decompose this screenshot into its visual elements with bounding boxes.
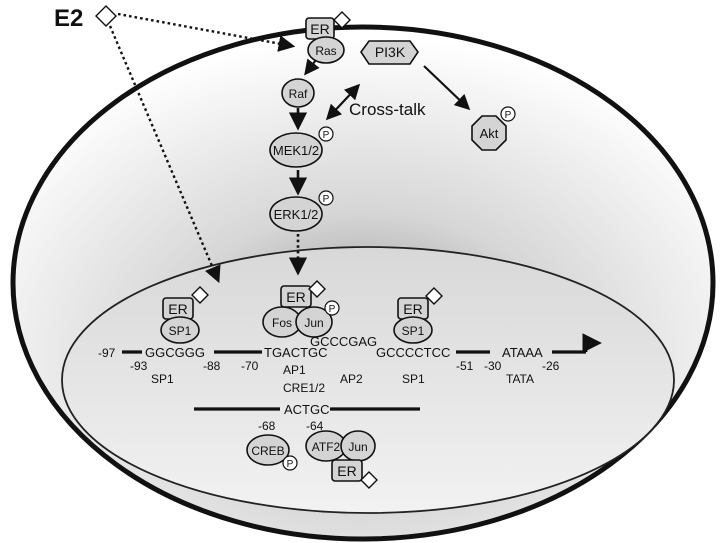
raf-node [281, 78, 315, 108]
site-tata: TATA [506, 372, 534, 386]
membrane-er-complex: ER Ras PI3K [305, 11, 419, 65]
middle-er-fos-jun-complex: ER Fos Jun P [262, 280, 340, 338]
svg-text:SP1: SP1 [402, 324, 425, 338]
seq-tgactgc: TGACTGC [264, 345, 328, 360]
left-sp1-node [160, 316, 200, 344]
jun-node [295, 306, 333, 338]
site-sp1-a: SP1 [151, 372, 174, 386]
erk-node [269, 196, 323, 232]
site-cre: CRE1/2 [283, 381, 325, 395]
left-er-diamond-icon [191, 286, 209, 304]
svg-text:SP1: SP1 [169, 324, 192, 338]
transcription-start-arrow-icon [582, 333, 602, 353]
seq-gcccctcc: GCCCCTCC [376, 345, 450, 360]
lower-er-node [331, 459, 363, 482]
pos-minus-51: -51 [456, 359, 474, 373]
svg-text:Fos: Fos [272, 316, 292, 330]
left-er-sp1-complex: ER SP1 [160, 286, 209, 344]
svg-text:P: P [505, 110, 512, 121]
seq-ataaa: ATAAA [502, 345, 543, 360]
seq-ggcggg: GGCGGG [145, 345, 205, 360]
svg-text:P: P [323, 130, 330, 141]
right-er-diamond-icon [425, 287, 443, 305]
site-sp1-b: SP1 [402, 372, 425, 386]
mek-node [269, 132, 323, 168]
seq-gcccgag: GCCCGAG [310, 334, 377, 349]
pos-minus-97: -97 [98, 346, 116, 360]
jun-phospho-icon [324, 300, 340, 316]
akt-phospho-icon [500, 106, 516, 122]
svg-text:ER: ER [286, 289, 305, 305]
right-sp1-node [393, 316, 433, 344]
mek-phospho-icon [318, 126, 334, 142]
pi3k-to-akt-arrow [423, 65, 471, 111]
pos-minus-70: -70 [241, 359, 259, 373]
lower-er-diamond-icon [360, 471, 378, 489]
site-ap1: AP1 [283, 363, 306, 377]
atf2-label: ATF2 [312, 440, 341, 454]
mid-er-node [280, 285, 312, 308]
lower-jun-label: Jun [348, 440, 367, 454]
lower-er-label: ER [337, 463, 356, 479]
promoter-dna [122, 333, 602, 354]
pos-minus-26: -26 [542, 359, 560, 373]
creb-phospho-icon [282, 455, 298, 471]
creb-label: CREB [251, 444, 284, 458]
pi3k-node [360, 40, 419, 65]
raf-label: Raf [289, 87, 308, 101]
ras-node [307, 36, 345, 64]
erk-phospho-icon [318, 190, 334, 206]
seq-actgc: ACTGC [284, 402, 330, 417]
pos-minus-93: -93 [130, 359, 148, 373]
svg-text:Jun: Jun [304, 316, 323, 330]
pos-minus-88: -88 [203, 359, 221, 373]
svg-text:Ras: Ras [315, 44, 336, 58]
ligand-diamond-icon [95, 5, 117, 27]
pos-minus-68: -68 [258, 419, 276, 433]
e2-to-er-arrow [117, 12, 296, 52]
e2-to-nucleus-arrow [108, 25, 221, 284]
erk-label: ERK1/2 [274, 207, 319, 222]
mek-label: MEK1/2 [273, 143, 319, 158]
mid-er-diamond-icon [308, 280, 326, 298]
ligand-label: E2 [54, 5, 83, 32]
svg-text:P: P [323, 194, 330, 205]
svg-text:P: P [287, 459, 294, 470]
crosstalk-label: Cross-talk [349, 100, 426, 119]
right-er-sp1-complex: ER SP1 [393, 287, 443, 344]
svg-text:ER: ER [310, 21, 329, 37]
nucleus [61, 246, 675, 514]
pos-minus-30: -30 [484, 359, 502, 373]
svg-text:ER: ER [403, 301, 422, 317]
crosstalk-arrow [325, 83, 361, 121]
svg-text:PI3K: PI3K [375, 44, 406, 60]
pos-minus-64: -64 [306, 419, 324, 433]
site-ap2: AP2 [340, 372, 363, 386]
svg-text:P: P [329, 304, 336, 315]
akt-label: Akt [480, 126, 499, 141]
svg-text:ER: ER [168, 301, 187, 317]
creb-node [246, 434, 290, 466]
akt-node [471, 115, 507, 151]
er-ligand-diamond-icon [333, 11, 351, 29]
